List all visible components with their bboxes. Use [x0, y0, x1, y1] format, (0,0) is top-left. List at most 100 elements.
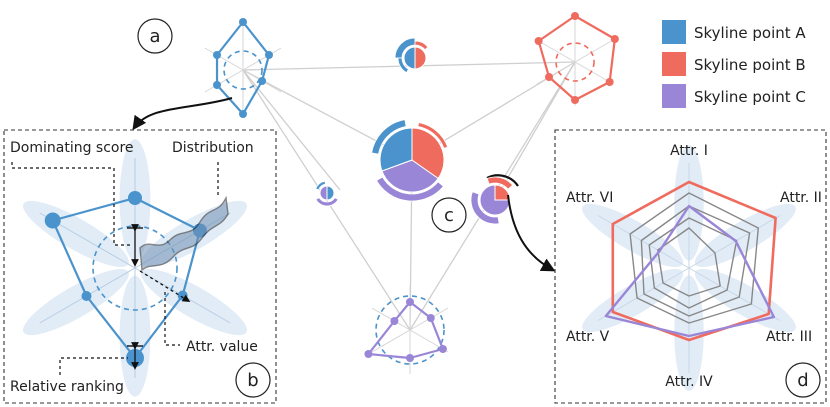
axis-label-2: Attr. II — [780, 190, 822, 206]
glyph-a — [204, 18, 282, 118]
panel-d: Attr. I Attr. II Attr. III Attr. IV Attr… — [554, 129, 827, 404]
axis-label-5: Attr. V — [566, 329, 610, 345]
guide-relative-ranking — [59, 357, 128, 375]
guide-attr-value — [164, 292, 180, 346]
ranking-arc — [315, 180, 326, 191]
reference-circle — [555, 42, 595, 82]
radar-node — [390, 317, 399, 325]
radar-node — [438, 345, 447, 353]
radar-axis — [204, 47, 244, 71]
radar-node — [610, 35, 619, 43]
glyph-detail — [11, 139, 248, 397]
radar-node — [571, 96, 579, 104]
legend-swatch-a — [662, 20, 686, 44]
radar-node — [364, 350, 373, 358]
radar-axis — [536, 61, 576, 85]
panel-label-a: a — [137, 18, 173, 54]
panel-label-c: c — [431, 197, 467, 233]
ranking-arc — [371, 119, 407, 155]
glyph-b-polygon — [537, 14, 616, 102]
ranking-arc — [486, 176, 514, 190]
gray-polygon — [629, 192, 759, 324]
detail-node — [44, 212, 61, 229]
legend-swatch-c — [662, 84, 686, 108]
reference-circle — [92, 225, 178, 311]
pie-wedge — [381, 159, 439, 193]
axis-label-4: Attr. IV — [665, 374, 713, 390]
radar-node — [213, 81, 222, 89]
pie-left — [315, 180, 339, 207]
pie-center — [371, 119, 449, 202]
pie-wedge — [319, 185, 328, 201]
panel-a-text: a — [149, 26, 160, 47]
legend-label-a: Skyline point A — [694, 24, 806, 42]
pie-right — [470, 174, 519, 225]
reference-circle — [375, 295, 445, 365]
ranking-arc — [417, 122, 449, 149]
detail-node — [177, 290, 188, 301]
radar-node — [605, 78, 614, 86]
gray-polygon — [657, 227, 721, 297]
axis-label-3: Attr. III — [766, 329, 812, 345]
axis-label-6: Attr. VI — [566, 190, 613, 206]
arrow-a-to-b — [132, 97, 233, 131]
radar-axis — [242, 47, 282, 71]
annotation-dominating-score: Dominating score — [10, 140, 134, 156]
annotation-distribution: Distribution — [172, 140, 254, 156]
radar-axis — [574, 39, 614, 63]
panel-b: Dominating score Distribution Attr. valu… — [3, 129, 277, 404]
ranking-arc — [414, 40, 429, 51]
pie-wedge — [403, 46, 416, 70]
radar-node — [571, 12, 579, 20]
distribution-ribbon — [139, 195, 229, 272]
detail-node — [128, 191, 142, 205]
radar-axis — [536, 39, 576, 63]
glyph-c-polygon — [367, 300, 445, 360]
radar-comparison — [582, 145, 796, 391]
radar-node — [545, 73, 554, 81]
pie-wedge — [479, 184, 511, 216]
panel-label-d: d — [785, 362, 821, 398]
pie-wedge-a — [379, 127, 413, 172]
pie-wedge-b — [411, 127, 445, 180]
radar-polygon-c — [604, 204, 776, 338]
pie-top — [394, 37, 429, 74]
radar-node — [239, 110, 247, 118]
ranking-arc — [315, 196, 339, 207]
panel-d-text: d — [797, 370, 808, 391]
legend: Skyline point A Skyline point B Skyline … — [662, 20, 806, 108]
arrow-c-to-d — [507, 194, 556, 272]
annotation-attr-value: Attr. value — [186, 339, 258, 355]
gray-polygon — [640, 205, 751, 317]
radar-node — [426, 314, 435, 322]
glyph-c — [364, 286, 449, 374]
glyph-b — [534, 12, 619, 106]
panel-label-b: b — [235, 362, 271, 398]
pie-wedge — [414, 46, 427, 70]
radar-axis — [688, 215, 781, 269]
radar-axis — [371, 329, 411, 353]
radar-polygon-b — [611, 180, 777, 342]
radar-axis — [204, 69, 244, 93]
radar-node — [406, 354, 414, 362]
radar-node — [258, 77, 267, 85]
radar-node — [264, 51, 273, 59]
legend-label-c: Skyline point C — [694, 88, 806, 106]
radar-node — [406, 298, 414, 306]
axis-label-1: Attr. I — [670, 143, 708, 159]
panel-c-text: c — [444, 205, 454, 226]
radar-node — [534, 37, 543, 45]
ranking-arc — [397, 57, 410, 74]
legend-swatch-b — [662, 52, 686, 76]
ranking-arc — [394, 37, 416, 59]
reference-circle — [223, 50, 263, 90]
highlight-arc — [486, 174, 519, 187]
ranking-arc — [470, 191, 500, 225]
guide-dominating-score — [11, 162, 133, 246]
detail-node — [81, 291, 92, 301]
legend-label-b: Skyline point B — [694, 56, 806, 74]
annotation-relative-ranking: Relative ranking — [10, 379, 124, 395]
ranking-arc — [375, 176, 444, 202]
